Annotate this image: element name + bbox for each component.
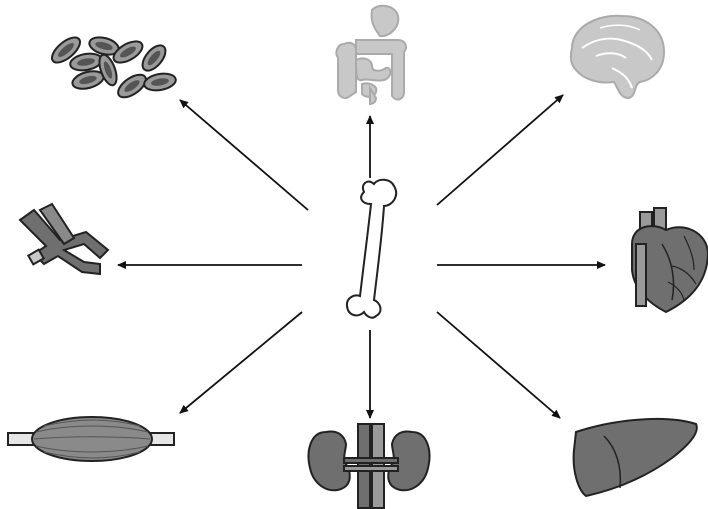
arrow-to-liver [437, 312, 560, 418]
brain-icon [571, 16, 664, 98]
heart-icon [632, 208, 708, 312]
intestine-icon [336, 6, 406, 104]
muscle-icon [8, 417, 174, 461]
arrow-to-brain [437, 95, 563, 205]
arrow-to-muscle [180, 312, 302, 413]
arrow-to-red-blood-cells [180, 100, 308, 210]
kidneys-icon [309, 424, 430, 508]
blood-vessels-icon [20, 204, 108, 274]
red-blood-cells-icon [48, 33, 177, 102]
arrows [118, 95, 605, 418]
liver-icon [574, 419, 697, 496]
femur-icon [347, 180, 396, 318]
